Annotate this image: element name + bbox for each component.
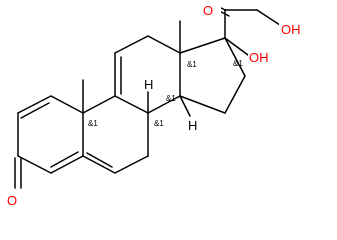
bond xyxy=(224,75,246,114)
bond xyxy=(147,35,181,54)
bond xyxy=(179,37,226,54)
bond xyxy=(82,155,116,174)
double-bond-line xyxy=(20,102,50,119)
bond xyxy=(17,95,52,114)
double-bond-line xyxy=(86,152,113,168)
label-mask xyxy=(279,21,309,37)
label-mask xyxy=(6,190,24,206)
label-mask xyxy=(201,0,221,18)
h-c14-label: H xyxy=(188,118,197,133)
ketone-o-side-chain-label: O xyxy=(203,3,213,18)
h-c8-label: H xyxy=(144,77,153,92)
oh-c17-label: OH xyxy=(249,50,269,65)
ring-a xyxy=(14,95,84,189)
bond xyxy=(114,35,149,54)
stereo-label-c8: &1 xyxy=(154,119,164,128)
bond xyxy=(17,155,52,174)
bond xyxy=(147,95,181,114)
bond xyxy=(82,95,116,114)
stereo-label-c14: &1 xyxy=(166,94,176,103)
ring-b xyxy=(82,95,149,174)
ring-d xyxy=(179,37,246,114)
bond xyxy=(114,155,149,174)
bond-to-oh xyxy=(224,37,253,59)
ketone-o-a-ring-label: O xyxy=(7,193,17,208)
double-bond-line xyxy=(50,151,79,168)
label-mask xyxy=(248,49,278,65)
bond xyxy=(50,155,84,174)
stereo-label-c10: &1 xyxy=(88,119,98,128)
bond xyxy=(114,95,149,114)
oh-side-chain-label: OH xyxy=(281,22,301,37)
hash-bond-c14 xyxy=(179,95,191,117)
bond xyxy=(224,37,246,77)
chemical-structure: O O OH OH H H &1 &1 &1 &1 &1 xyxy=(6,0,309,208)
bond xyxy=(179,95,226,114)
stereo-label-c17: &1 xyxy=(233,59,243,68)
ring-c xyxy=(114,35,181,114)
stereo-label-c13: &1 xyxy=(187,60,197,69)
bond xyxy=(50,95,84,114)
